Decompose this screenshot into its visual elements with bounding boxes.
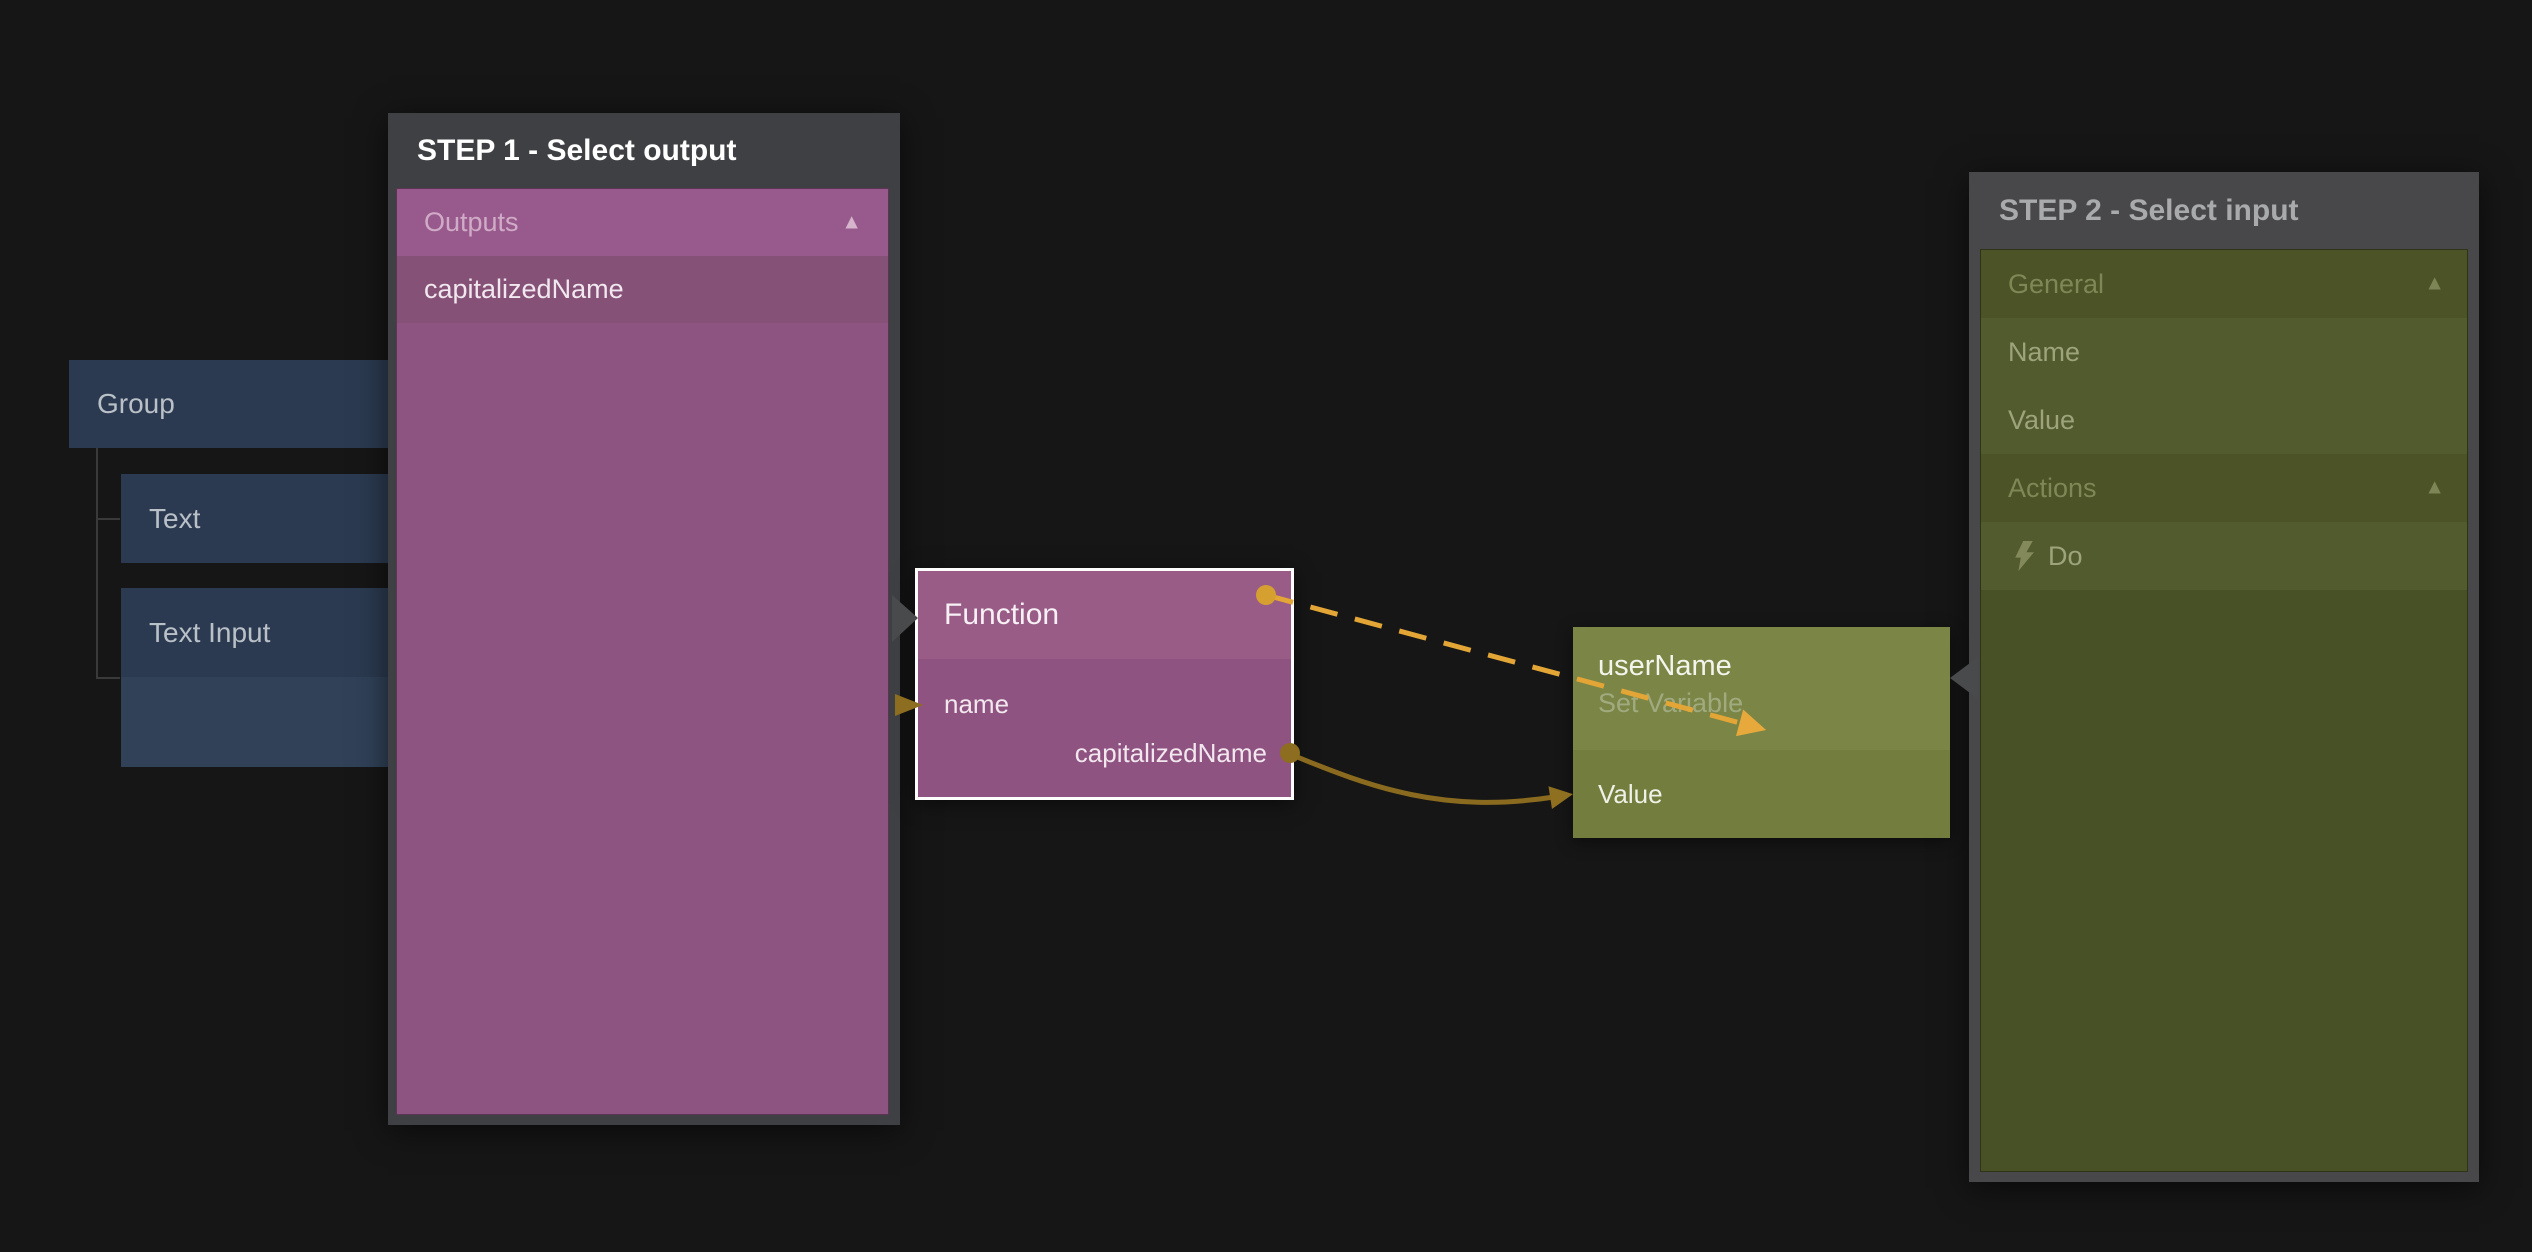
- node-set-variable-title: userName: [1598, 650, 1732, 682]
- node-group[interactable]: Group: [69, 360, 400, 448]
- action-item-label: Do: [2048, 540, 2083, 571]
- actions-section-header[interactable]: Actions ▲: [1981, 454, 2467, 522]
- input-item-label: Value: [2008, 404, 2076, 435]
- node-text-label: Text: [149, 502, 201, 534]
- node-function-title: Function: [944, 598, 1060, 631]
- node-set-variable-header[interactable]: userName Set Variable: [1573, 627, 1950, 750]
- function-input-label: name: [944, 688, 1010, 719]
- input-item-value[interactable]: Value: [1981, 386, 2467, 454]
- tree-connector-vertical: [96, 448, 98, 679]
- collapse-caret-icon[interactable]: ▲: [2424, 475, 2445, 499]
- function-input-name[interactable]: name: [918, 682, 1291, 726]
- collapse-caret-icon[interactable]: ▲: [2424, 271, 2445, 295]
- action-item-do[interactable]: Do: [1981, 522, 2467, 590]
- output-item-capitalizedname[interactable]: capitalizedName: [397, 256, 888, 323]
- node-group-label: Group: [97, 388, 175, 419]
- step2-panel-body: General ▲ Name Value Actions ▲ Do: [1980, 249, 2468, 1172]
- step1-panel-header: STEP 1 - Select output: [388, 113, 900, 188]
- function-output-capitalizedname[interactable]: capitalizedName: [918, 731, 1291, 775]
- outputs-section-label: Outputs: [424, 207, 519, 237]
- output-item-label: capitalizedName: [424, 274, 624, 304]
- step2-panel-title: STEP 2 - Select input: [1999, 193, 2299, 227]
- step1-panel: STEP 1 - Select output Outputs ▲ capital…: [388, 113, 900, 1125]
- node-function[interactable]: Function name capitalizedName: [915, 568, 1294, 800]
- node-text[interactable]: Text: [121, 474, 400, 563]
- node-set-variable[interactable]: userName Set Variable Value: [1573, 627, 1950, 838]
- node-set-variable-subtitle: Set Variable: [1598, 688, 1744, 718]
- set-variable-input-value[interactable]: Value: [1573, 750, 1950, 838]
- node-text-input[interactable]: Text Input: [121, 588, 400, 677]
- outputs-section-header[interactable]: Outputs ▲: [397, 189, 888, 256]
- node-function-header[interactable]: Function: [918, 571, 1291, 659]
- input-item-label: Name: [2008, 336, 2081, 367]
- input-item-name[interactable]: Name: [1981, 318, 2467, 386]
- tree-connector-tick: [96, 677, 120, 679]
- node-text-input-label: Text Input: [149, 616, 271, 648]
- general-section-label: General: [2008, 268, 2105, 299]
- wire-solid-capitalizedname-to-value[interactable]: [1289, 751, 1573, 809]
- set-variable-input-label: Value: [1598, 778, 1663, 809]
- step1-panel-title: STEP 1 - Select output: [417, 133, 737, 167]
- step1-panel-body: Outputs ▲ capitalizedName: [396, 188, 889, 1115]
- general-section-header[interactable]: General ▲: [1981, 250, 2467, 318]
- actions-section-label: Actions: [2008, 472, 2097, 503]
- step2-panel-header: STEP 2 - Select input: [1969, 172, 2479, 249]
- step2-panel: STEP 2 - Select input General ▲ Name Val…: [1969, 172, 2479, 1182]
- tree-connector-tick: [96, 518, 120, 520]
- lightning-bolt-icon: [2015, 541, 2034, 571]
- node-text-input-body: [121, 677, 400, 767]
- collapse-caret-icon[interactable]: ▲: [841, 210, 862, 234]
- function-output-label: capitalizedName: [1074, 737, 1267, 768]
